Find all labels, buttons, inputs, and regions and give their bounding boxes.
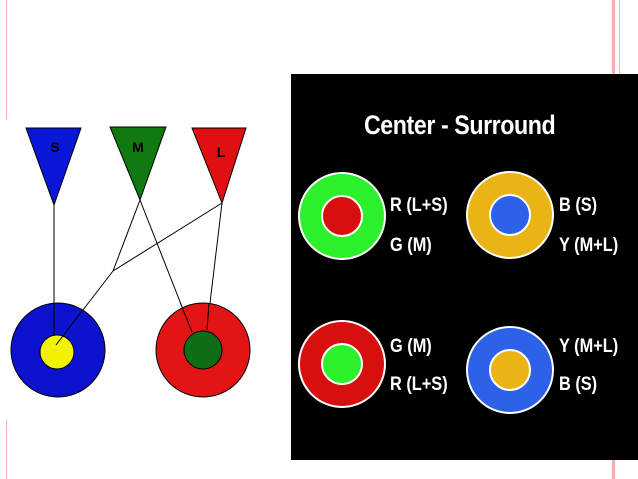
cell4-line1: Y (M+L): [559, 336, 619, 357]
cell1-line1: R (L+S): [390, 195, 448, 216]
m-cone: M: [109, 126, 167, 202]
wire-l-to-junction: [112, 202, 223, 272]
cell2-center: [489, 194, 531, 236]
cell3-center: [321, 343, 363, 385]
center-surround-panel: Center - Surround R (L+S): [291, 74, 638, 460]
m-cone-shape: [109, 126, 167, 202]
cell1-center: [321, 195, 363, 237]
cell1-line2: G (M): [390, 235, 432, 256]
blue-yellow-cell: [10, 302, 106, 398]
wire-m-to-junction: [112, 199, 141, 272]
slide-border-right-2: [619, 0, 620, 74]
cell4-center: [489, 349, 531, 391]
cell2-line1: B (S): [559, 195, 598, 216]
blue-yellow-cell-center: [39, 334, 75, 370]
cell4-line2: B (S): [559, 374, 598, 395]
wire-m-to-red: [139, 199, 189, 323]
wire-l-tip: [206, 302, 210, 331]
s-cone-label: S: [50, 139, 59, 155]
slide-border-right-bottom: [612, 460, 615, 479]
wire-m-tip: [179, 301, 193, 333]
cell3-line2: R (L+S): [390, 374, 448, 395]
cone-wiring-diagram: S M L: [10, 126, 251, 398]
l-cone: L: [191, 127, 247, 205]
cell-red-center-green-surround: [298, 172, 386, 260]
slide-border-left: [6, 0, 7, 120]
slide-border-left-bottom: [6, 420, 7, 479]
s-cone-shape: [25, 127, 82, 207]
cell3-line1: G (M): [390, 336, 432, 357]
red-green-cell-center: [183, 330, 223, 370]
slide-border-right: [612, 0, 615, 74]
receptive-field-rings: [298, 171, 554, 414]
red-green-cell: [155, 302, 251, 398]
wire-junction-tip: [55, 310, 83, 346]
cell2-line2: Y (M+L): [559, 235, 619, 256]
l-cone-shape: [191, 127, 247, 205]
l-cone-label: L: [217, 144, 226, 160]
cell-green-center-red-surround: [298, 320, 386, 408]
m-cone-label: M: [132, 139, 144, 155]
cell-blue-center-yellow-surround: [466, 171, 554, 259]
s-cone: S: [25, 127, 82, 207]
panel-title: Center - Surround: [363, 110, 556, 140]
cell-yellow-center-blue-surround: [466, 326, 554, 414]
